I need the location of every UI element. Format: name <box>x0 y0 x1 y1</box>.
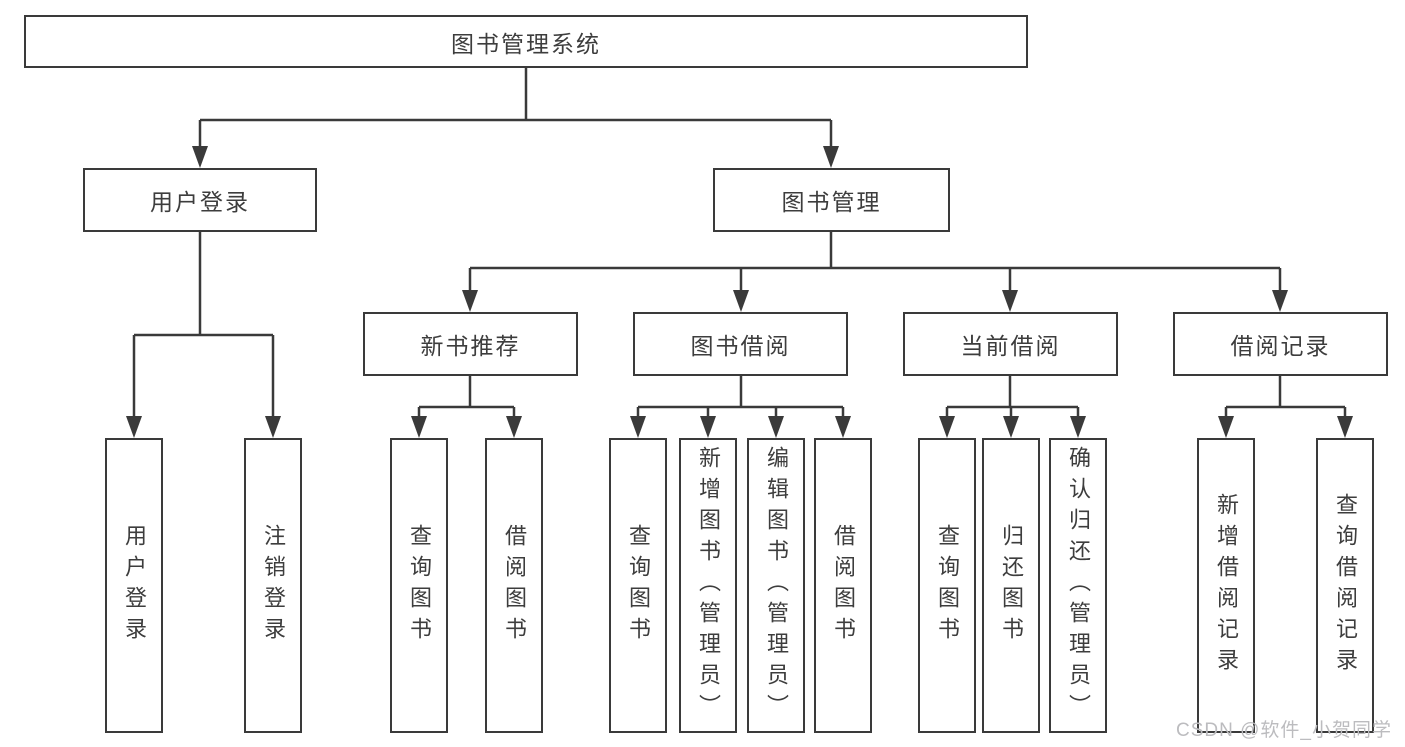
leaf-label: 新增借阅记录 <box>1214 492 1239 679</box>
node-label: 用户登录 <box>150 189 250 215</box>
csdn-watermark: CSDN @软件_小贺同学 <box>1176 720 1392 741</box>
leaf-label: 借阅图书 <box>831 523 856 648</box>
leaf-add-borrow-record: 新增借阅记录 <box>1197 438 1255 733</box>
leaf-query-books-recommend: 查询图书 <box>390 438 448 733</box>
leaf-borrow-books-borrowing: 借阅图书 <box>814 438 872 733</box>
leaf-logout: 注销登录 <box>244 438 302 733</box>
leaf-query-borrow-record: 查询借阅记录 <box>1316 438 1374 733</box>
node-book-management: 图书管理 <box>713 168 950 232</box>
leaf-return-book: 归还图书 <box>982 438 1040 733</box>
leaf-label: 归还图书 <box>999 523 1024 648</box>
node-current-borrowing: 当前借阅 <box>903 312 1118 376</box>
leaf-label: 新增图书（管理员） <box>696 446 721 725</box>
node-user-login: 用户登录 <box>83 168 317 232</box>
node-library-management-system: 图书管理系统 <box>24 15 1028 68</box>
node-label: 图书管理系统 <box>451 30 601 57</box>
leaf-label: 确认归还（管理员） <box>1066 446 1091 725</box>
leaf-confirm-return-admin: 确认归还（管理员） <box>1049 438 1107 733</box>
node-label: 当前借阅 <box>960 333 1061 359</box>
leaf-label: 用户登录 <box>122 523 147 648</box>
node-label: 图书管理 <box>781 189 882 215</box>
node-new-book-recommendation: 新书推荐 <box>363 312 578 376</box>
leaf-label: 注销登录 <box>261 523 286 648</box>
leaf-label: 编辑图书（管理员） <box>764 446 789 725</box>
leaf-label: 查询借阅记录 <box>1333 492 1358 679</box>
node-label: 借阅记录 <box>1230 333 1331 359</box>
leaf-user-login: 用户登录 <box>105 438 163 733</box>
leaf-add-book-admin: 新增图书（管理员） <box>679 438 737 733</box>
node-label: 图书借阅 <box>690 333 791 359</box>
leaf-label: 查询图书 <box>935 523 960 648</box>
leaf-borrow-books-recommend: 借阅图书 <box>485 438 543 733</box>
node-borrowing-records: 借阅记录 <box>1173 312 1388 376</box>
leaf-label: 借阅图书 <box>502 523 527 648</box>
node-book-borrowing: 图书借阅 <box>633 312 848 376</box>
leaf-query-books-current: 查询图书 <box>918 438 976 733</box>
leaf-query-books-borrowing: 查询图书 <box>609 438 667 733</box>
node-label: 新书推荐 <box>420 333 521 359</box>
leaf-edit-book-admin: 编辑图书（管理员） <box>747 438 805 733</box>
leaf-label: 查询图书 <box>407 523 432 648</box>
leaf-label: 查询图书 <box>626 523 651 648</box>
